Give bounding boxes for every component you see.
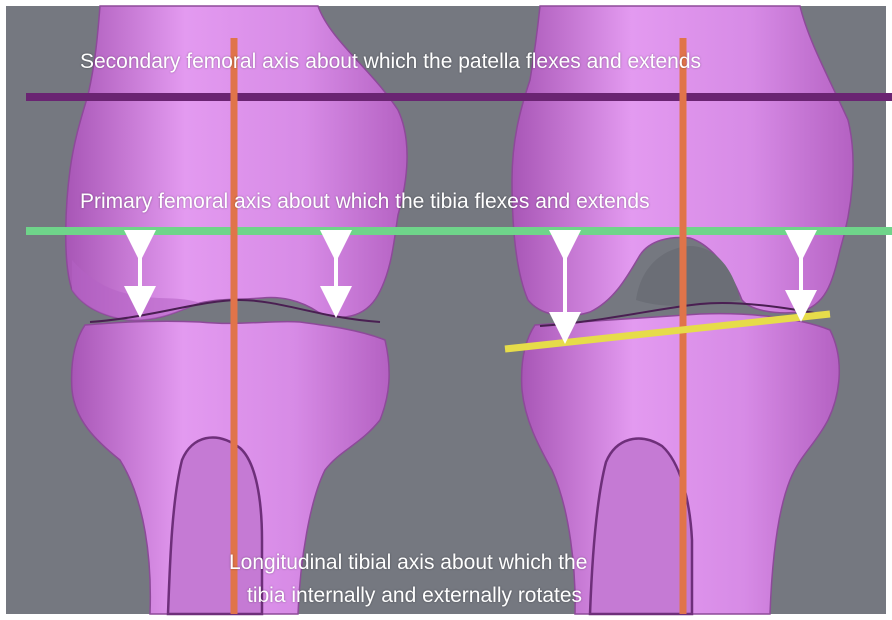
secondary-axis-label: Secondary femoral axis about which the p… — [80, 49, 701, 74]
primary-axis-label: Primary femoral axis about which the tib… — [80, 189, 650, 214]
longitudinal-axis-label-line2: tibia internally and externally rotates — [247, 583, 582, 608]
longitudinal-axis-label-line1: Longitudinal tibial axis about which the — [229, 550, 587, 575]
right-tibia-contour — [590, 439, 692, 614]
